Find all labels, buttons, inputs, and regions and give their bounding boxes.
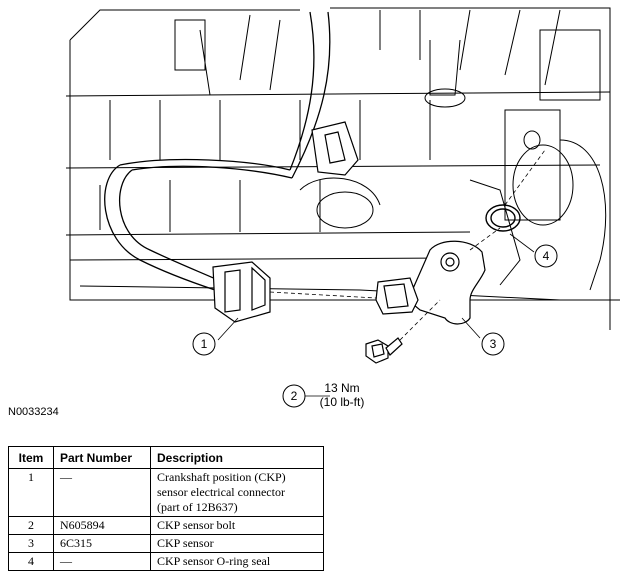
parts-table: Item Part Number Description 1 — Cranksh… xyxy=(8,446,324,571)
callout-2: 2 xyxy=(282,384,306,408)
callout-4: 4 xyxy=(534,244,558,268)
header-part-number: Part Number xyxy=(53,446,151,469)
table-row: 1 — Crankshaft position (CKP) sensor ele… xyxy=(8,468,324,517)
row-part-number: — xyxy=(53,552,151,571)
callout-1: 1 xyxy=(192,332,216,356)
row-item: 2 xyxy=(8,516,54,535)
description-line: sensor electrical connector xyxy=(157,485,285,499)
row-description: CKP sensor O-ring seal xyxy=(150,552,324,571)
connector-upper xyxy=(311,121,359,176)
row-description: CKP sensor xyxy=(150,534,324,553)
row-item: 1 xyxy=(8,468,54,517)
ckp-sensor-body xyxy=(375,240,486,325)
torque-spec-line1: 13 Nm xyxy=(324,381,359,395)
ckp-sensor-bolt xyxy=(365,337,403,364)
description-line: Crankshaft position (CKP) xyxy=(157,470,286,484)
figure-id: N0033234 xyxy=(8,406,59,418)
ckp-sensor-diagram: 1 2 3 4 13 Nm (10 lb-ft) xyxy=(65,7,620,409)
row-item: 3 xyxy=(8,534,54,553)
description-line: CKP sensor xyxy=(157,536,214,550)
table-row: 4 — CKP sensor O-ring seal xyxy=(8,552,324,571)
alignment-lines xyxy=(269,149,546,341)
description-line: CKP sensor bolt xyxy=(157,518,236,532)
callout-3: 3 xyxy=(481,332,505,356)
header-item: Item xyxy=(8,446,54,469)
row-part-number: 6C315 xyxy=(53,534,151,553)
callout-1-label: 1 xyxy=(201,337,208,351)
torque-spec-line2: (10 lb-ft) xyxy=(320,395,365,409)
wiring-harness xyxy=(104,11,331,291)
leader-lines xyxy=(217,233,535,397)
table-row: 2 N605894 CKP sensor bolt xyxy=(8,516,324,535)
table-row: 3 6C315 CKP sensor xyxy=(8,534,324,553)
row-description: Crankshaft position (CKP) sensor electri… xyxy=(150,468,324,517)
o-ring-seal xyxy=(485,204,521,232)
callout-4-label: 4 xyxy=(543,249,550,263)
row-part-number: N605894 xyxy=(53,516,151,535)
description-line: (part of 12B637) xyxy=(157,500,238,514)
row-part-number: — xyxy=(53,468,151,517)
description-line: CKP sensor O-ring seal xyxy=(157,554,271,568)
ckp-electrical-connector xyxy=(212,261,271,323)
callout-2-label: 2 xyxy=(291,389,298,403)
row-description: CKP sensor bolt xyxy=(150,516,324,535)
row-item: 4 xyxy=(8,552,54,571)
header-description: Description xyxy=(150,446,324,469)
callout-3-label: 3 xyxy=(490,337,497,351)
table-header-row: Item Part Number Description xyxy=(8,446,324,469)
